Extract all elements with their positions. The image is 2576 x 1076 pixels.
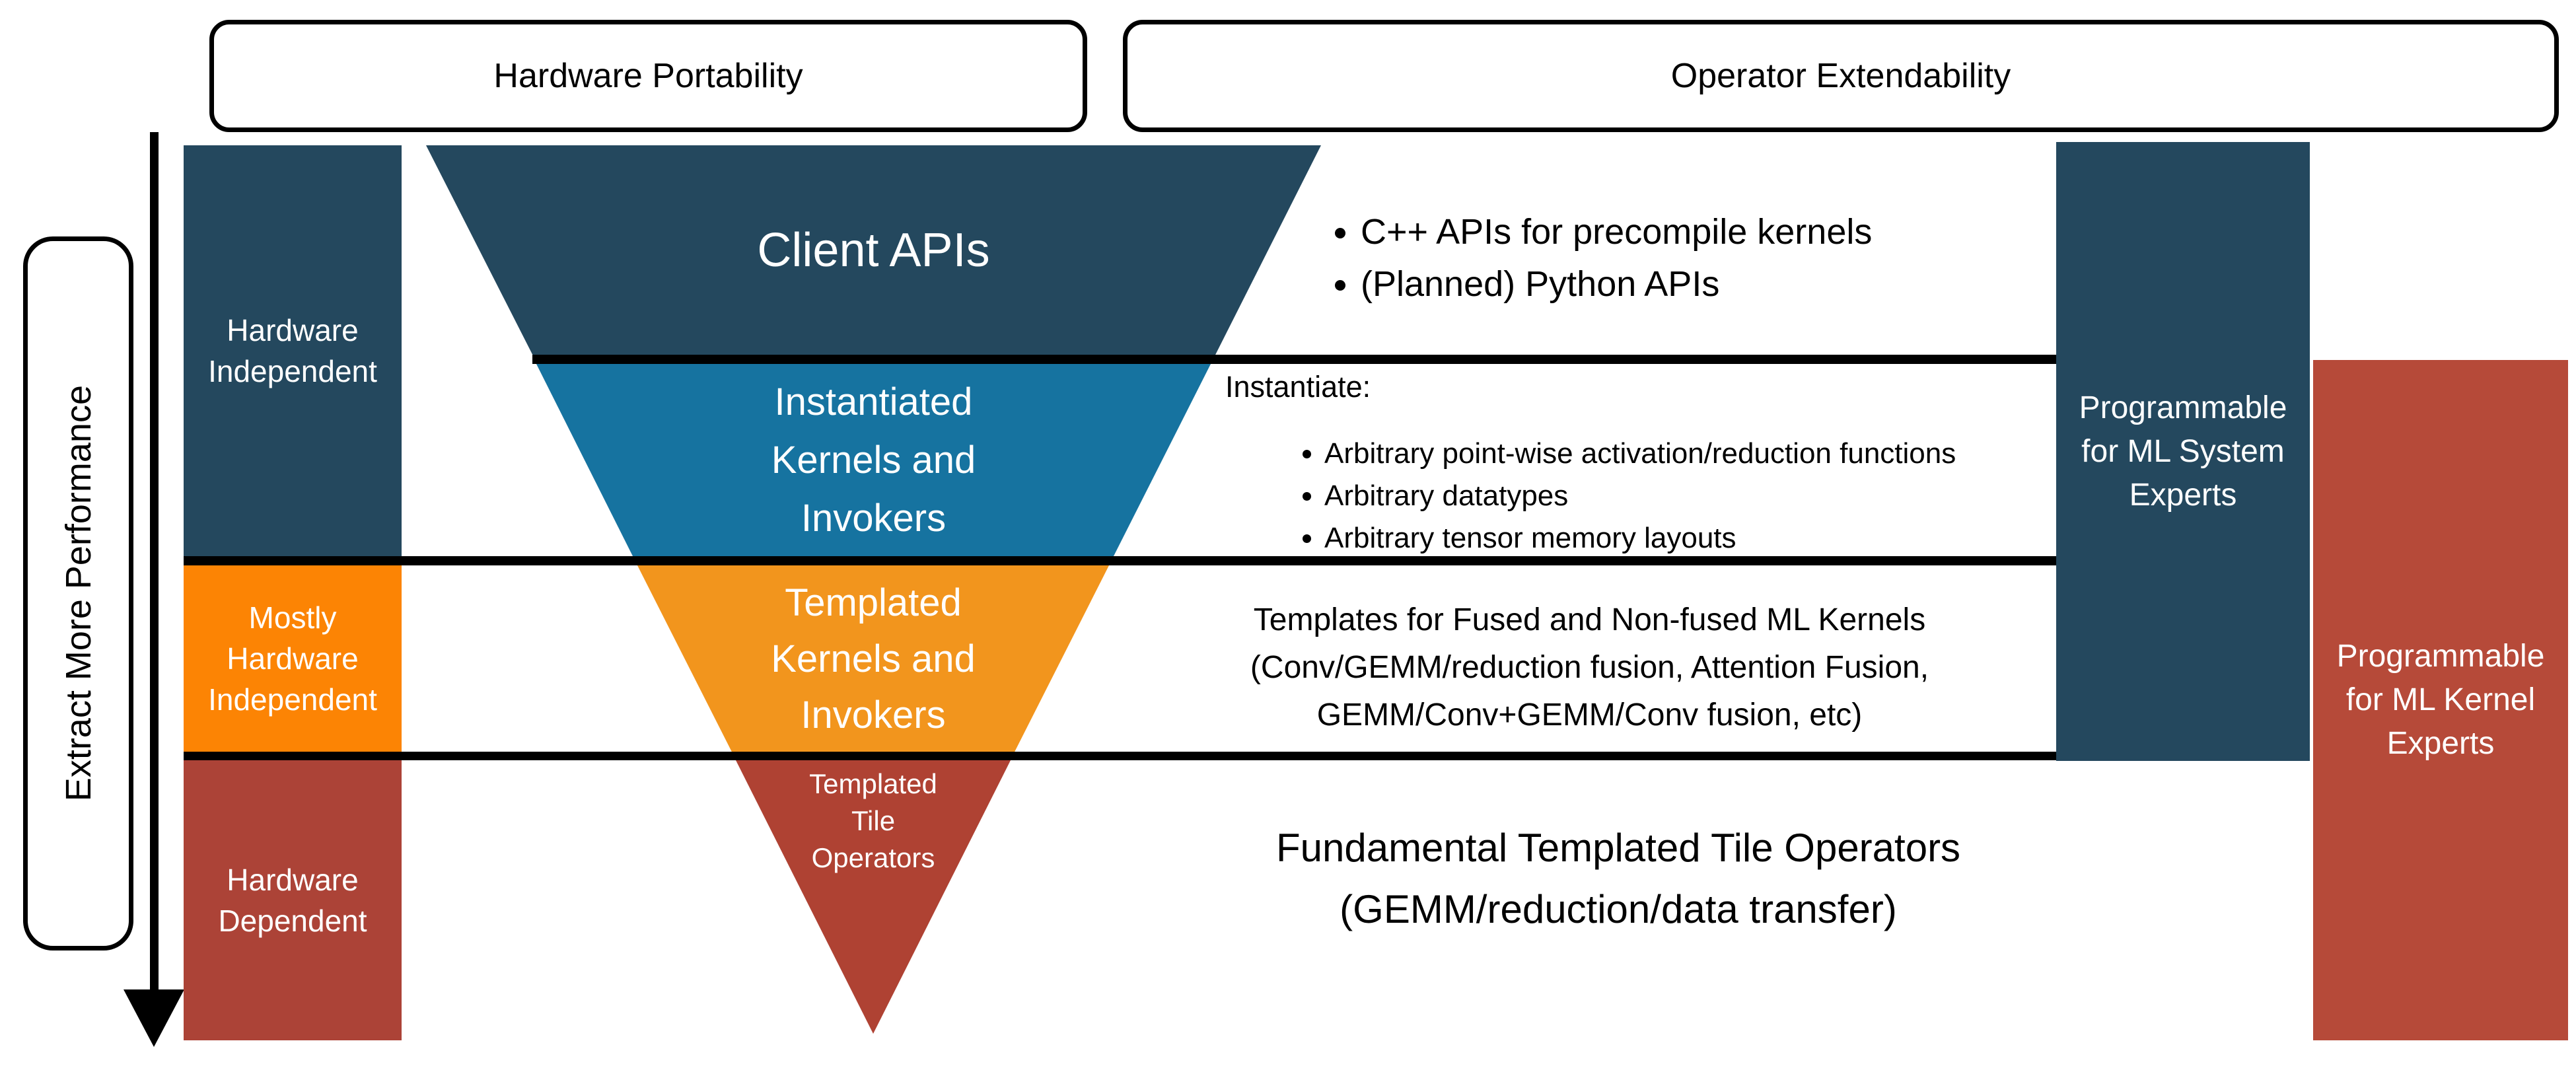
operator-extendability-header: Operator Extendability [1123,20,2559,132]
separator-line-2 [184,556,2056,565]
separator-line-1 [532,355,2056,364]
separator-line-3 [184,752,2056,760]
client-api-bullet: C++ APIs for precompile kernels [1361,206,2114,258]
hardware-dependent-box: Hardware Dependent [184,760,402,1040]
funnel-layer-templated-kernels: Templated Kernels and Invokers [637,565,1109,752]
down-arrow-icon [124,989,184,1047]
hardware-portability-header: Hardware Portability [209,20,1087,132]
hardware-independent-box: Hardware Independent [184,145,402,556]
hardware-independent-label: Hardware Independent [208,313,377,388]
instantiate-heading: Instantiate: [1225,370,1371,404]
mostly-hardware-independent-box: Mostly Hardware Independent [184,565,402,752]
extract-more-performance-box: Extract More Performance [23,236,133,950]
client-api-bullet: (Planned) Python APIs [1361,258,2114,310]
fundamental-tile-operators-description: Fundamental Templated Tile Operators (GE… [1275,826,1961,931]
mostly-hardware-independent-label: Mostly Hardware Independent [208,600,377,717]
funnel-layer-templated-tile-operators: Templated Tile Operators [736,760,1011,1034]
operator-extendability-label: Operator Extendability [1670,57,2011,95]
programmable-ml-system-experts-label: Programmable for ML System Experts [2079,390,2287,513]
templated-kernels-label: Templated Kernels and Invokers [771,581,976,736]
templated-tile-operators-label: Templated Tile Operators [809,768,937,873]
templates-description: Templates for Fused and Non-fused ML Ker… [1250,602,1929,733]
client-apis-label: Client APIs [757,223,990,277]
instantiate-bullet: Arbitrary tensor memory layouts [1324,517,2130,559]
instantiate-bullet: Arbitrary datatypes [1324,475,2130,517]
programmable-ml-kernel-experts-box: Programmable for ML Kernel Experts [2313,360,2568,1040]
funnel-layer-instantiated-kernels: Instantiated Kernels and Invokers [536,364,1211,556]
instantiate-bullet-list: Arbitrary point-wise activation/reductio… [1285,433,2130,559]
programmable-ml-kernel-experts-label: Programmable for ML Kernel Experts [2336,639,2545,761]
instantiate-bullet: Arbitrary point-wise activation/reductio… [1324,433,2130,475]
hardware-portability-label: Hardware Portability [493,57,803,95]
extract-more-performance-label: Extract More Performance [58,385,98,802]
hardware-dependent-label: Hardware Dependent [218,863,367,938]
funnel-layer-client-apis: Client APIs [426,145,1321,355]
instantiated-kernels-label: Instantiated Kernels and Invokers [771,380,976,540]
down-arrow-shaft [150,132,159,994]
programmable-ml-system-experts-box: Programmable for ML System Experts [2056,142,2310,761]
client-api-bullet-list: C++ APIs for precompile kernels (Planned… [1321,206,2114,310]
